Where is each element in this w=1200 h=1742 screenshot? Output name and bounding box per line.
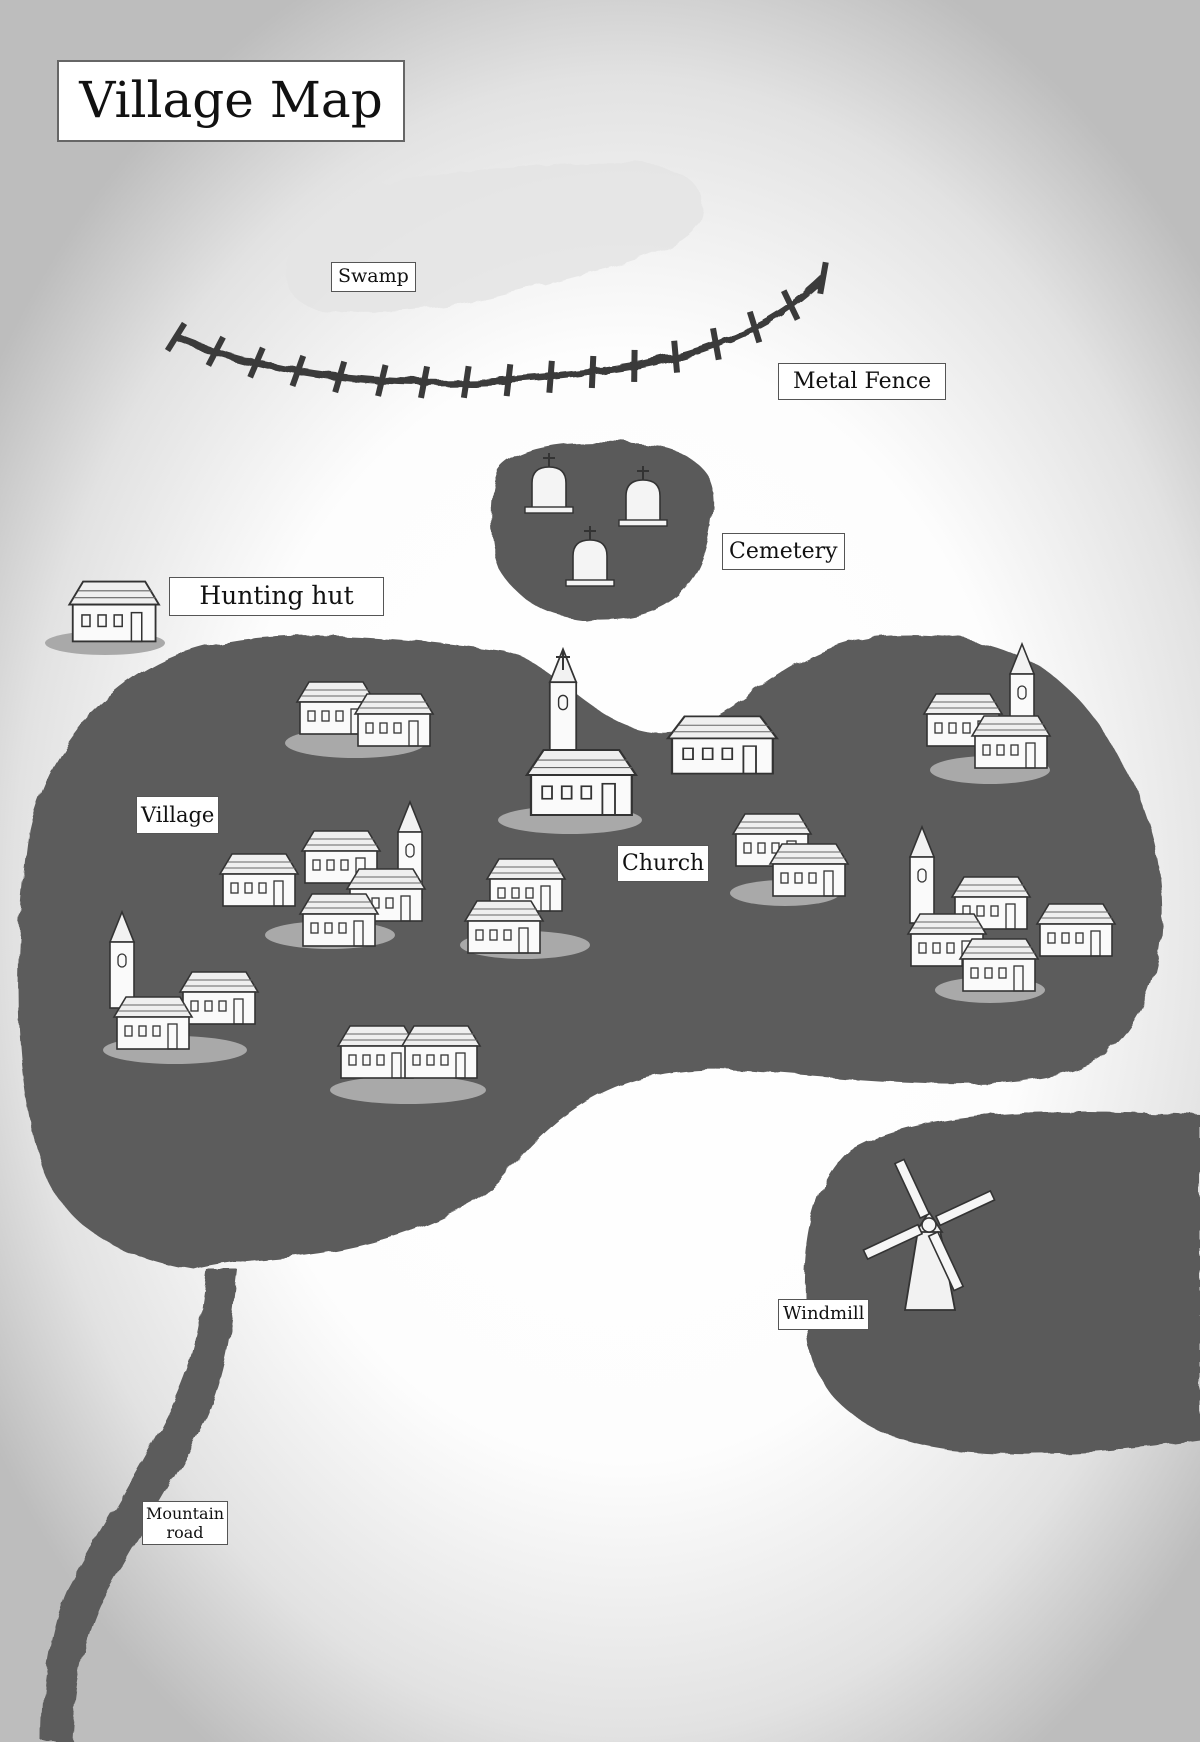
fence-post xyxy=(164,321,188,353)
fence-post xyxy=(418,365,430,399)
label-windmill: Windmill xyxy=(778,1299,870,1330)
fence-post xyxy=(817,261,829,295)
house-icon xyxy=(971,715,1051,769)
fence-post xyxy=(247,346,266,379)
fence-post xyxy=(332,360,348,394)
fence-post xyxy=(546,360,555,393)
map-title: Village Map xyxy=(57,60,405,142)
house-icon xyxy=(219,853,299,907)
fence-icon xyxy=(164,261,829,399)
village-land xyxy=(18,634,1163,1270)
label-village: Village xyxy=(136,796,220,835)
mountain-road xyxy=(42,1270,238,1742)
house-icon xyxy=(464,900,544,954)
fence-post xyxy=(710,327,722,361)
label-church: Church xyxy=(617,845,710,883)
windmill-land xyxy=(804,1111,1200,1455)
fence-post xyxy=(671,340,681,373)
fence-post xyxy=(631,349,638,382)
fence-post xyxy=(588,355,597,389)
house-icon xyxy=(959,938,1039,992)
fence-post xyxy=(460,365,472,399)
church-icon xyxy=(525,648,638,817)
house-icon xyxy=(113,996,193,1050)
house-icon xyxy=(299,893,379,947)
house-icon xyxy=(354,693,434,747)
cemetery-area xyxy=(490,441,714,620)
house-icon xyxy=(68,580,160,643)
fence-post xyxy=(289,354,307,388)
fence-post xyxy=(503,363,514,397)
house-icon xyxy=(401,1025,481,1079)
fence-post xyxy=(205,335,226,367)
label-swamp: Swamp xyxy=(331,262,416,292)
label-mountain-road: Mountain road xyxy=(142,1501,228,1546)
house-icon xyxy=(1036,903,1116,957)
fence-post xyxy=(375,364,389,397)
fence-post xyxy=(746,310,763,344)
house-icon xyxy=(769,843,849,897)
house-icon xyxy=(666,715,779,775)
fence-post xyxy=(781,289,801,321)
label-metal-fence: Metal Fence xyxy=(778,363,947,401)
windmill-icon xyxy=(862,1158,996,1311)
label-cemetery: Cemetery xyxy=(722,533,845,571)
label-hunting-hut: Hunting hut xyxy=(169,577,384,616)
